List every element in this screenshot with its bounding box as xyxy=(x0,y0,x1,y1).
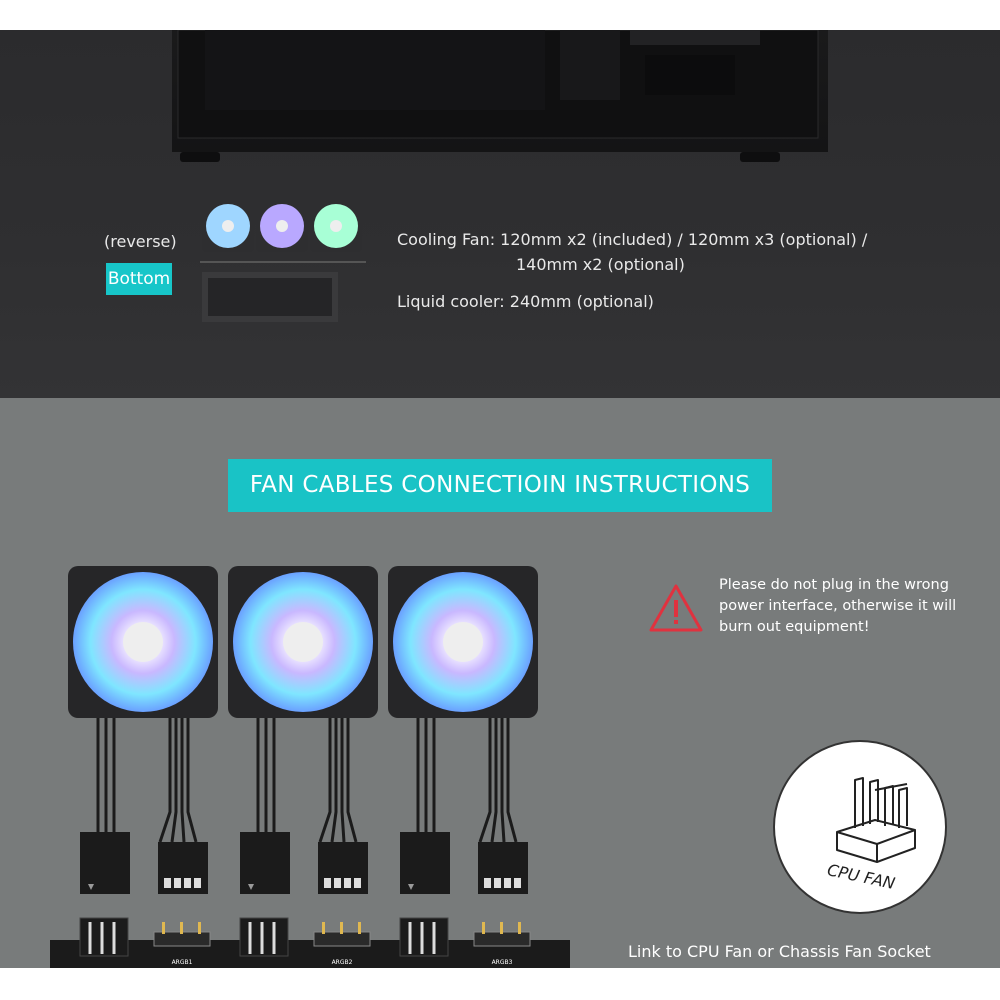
liquid-cooler-spec: Liquid cooler: 240mm (optional) xyxy=(397,292,654,311)
warning-text: Please do not plug in the wrong power in… xyxy=(719,575,979,638)
fan-3 xyxy=(388,566,538,718)
cpu-fan-header-illustration: CPU FAN xyxy=(773,740,947,914)
case-image xyxy=(172,30,828,162)
connector-label-argb1: ARGB1 xyxy=(172,959,193,966)
link-caption: Link to CPU Fan or Chassis Fan Socket xyxy=(628,942,931,961)
warning-triangle-icon xyxy=(649,584,703,632)
cooling-fan-spec: Cooling Fan: 120mm x2 (included) / 120mm… xyxy=(397,230,868,249)
fan-1 xyxy=(68,566,218,718)
fan-row-image xyxy=(200,200,366,263)
page-bottom-strip xyxy=(0,968,1000,1000)
case-spec-section: (reverse) Bottom Cooling Fan: 120mm x2 (… xyxy=(0,30,1000,398)
warning-line-3: burn out equipment! xyxy=(719,619,870,635)
warning-line-2: power interface, otherwise it will xyxy=(719,598,957,614)
cpu-fan-label: CPU FAN xyxy=(826,860,897,893)
section-heading: FAN CABLES CONNECTIOIN INSTRUCTIONS xyxy=(228,459,772,512)
cooling-fan-spec-cont: 140mm x2 (optional) xyxy=(516,255,685,274)
fan-cable-diagram: ARGB1 ARGB2 ARGB3 xyxy=(50,566,570,968)
radiator-image xyxy=(202,272,338,322)
warning-line-1: Please do not plug in the wrong xyxy=(719,577,949,593)
connector-label-argb3: ARGB3 xyxy=(492,959,513,966)
cpu-fan-header-icon: CPU FAN xyxy=(826,777,916,893)
position-badge: Bottom xyxy=(106,263,172,295)
position-label: (reverse) xyxy=(104,232,177,251)
connector-label-argb2: ARGB2 xyxy=(332,959,353,966)
fan-2 xyxy=(228,566,378,718)
